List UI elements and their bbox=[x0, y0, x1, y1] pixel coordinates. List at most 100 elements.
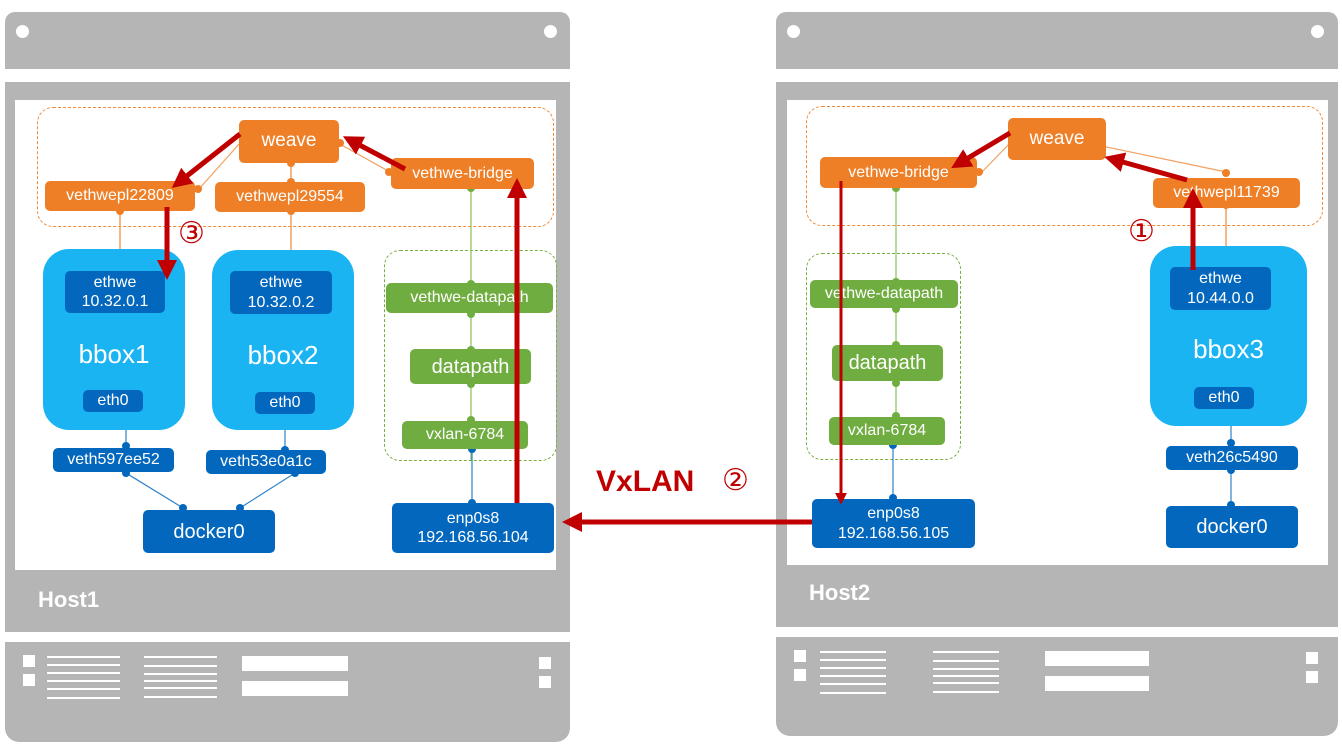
vent-line bbox=[933, 691, 999, 693]
interface-name: ethwe bbox=[259, 274, 303, 292]
vent-line bbox=[933, 682, 999, 684]
vxlan-label: VxLAN bbox=[596, 465, 695, 498]
node-label: vethwepl22809 bbox=[66, 187, 174, 205]
drive-bay bbox=[242, 656, 348, 671]
host2-vxlan-6784[interactable]: vxlan-6784 bbox=[829, 417, 945, 445]
node-label: vethwe-datapath bbox=[824, 285, 944, 303]
interface-ip: 10.44.0.0 bbox=[1187, 289, 1254, 307]
host1-veth597ee52[interactable]: veth597ee52 bbox=[53, 448, 174, 472]
flow-arrow-weave-to-vethwepl22809 bbox=[171, 132, 242, 188]
host2-label: Host2 bbox=[809, 580, 871, 605]
link bbox=[239, 472, 296, 509]
host1-vethwepl22809[interactable]: vethwepl22809 bbox=[45, 181, 195, 211]
node-label: vethwepl29554 bbox=[236, 188, 344, 206]
link bbox=[198, 142, 241, 190]
footer-indicator bbox=[539, 676, 551, 688]
footer-indicator bbox=[23, 674, 35, 686]
host2-docker0-bridge[interactable]: docker0 bbox=[1166, 506, 1298, 548]
footer-indicator bbox=[794, 669, 806, 681]
vent-line bbox=[144, 687, 217, 689]
footer-indicator bbox=[1306, 652, 1318, 664]
node-label: eth0 bbox=[269, 394, 301, 412]
footer-indicator bbox=[539, 657, 551, 669]
step-marker-2: ② bbox=[722, 463, 749, 498]
node-label: veth597ee52 bbox=[67, 451, 160, 469]
dot bbox=[975, 168, 983, 176]
node-label: weave bbox=[261, 130, 317, 152]
host1-enp0s8-nic[interactable]: enp0s8 192.168.56.104 bbox=[392, 503, 554, 553]
bbox3-ethwe-interface[interactable]: ethwe 10.44.0.0 bbox=[1170, 267, 1271, 310]
nic-name: enp0s8 bbox=[446, 509, 500, 527]
vent-line bbox=[47, 664, 120, 666]
node-label: vethwe-datapath bbox=[410, 289, 529, 307]
host2-datapath-group bbox=[806, 253, 961, 460]
interface-ip: 10.32.0.1 bbox=[81, 293, 149, 310]
host2-weave-bridge-group bbox=[806, 106, 1323, 226]
host1-weave-bridge[interactable]: weave bbox=[239, 120, 339, 163]
host1-veth53e0a1c[interactable]: veth53e0a1c bbox=[206, 450, 326, 474]
dot bbox=[1227, 439, 1235, 447]
node-label: docker0 bbox=[1196, 516, 1268, 538]
flow-arrow-vethwepl-to-weave bbox=[1104, 152, 1188, 183]
host2-top-bar bbox=[776, 12, 1338, 69]
host2-datapath[interactable]: datapath bbox=[832, 345, 943, 381]
interface-ip: 10.32.0.2 bbox=[247, 293, 315, 311]
vent-line bbox=[144, 656, 217, 658]
container-bbox3[interactable]: ethwe 10.44.0.0 bbox3 eth0 bbox=[1150, 246, 1307, 426]
host1-vethwe-datapath[interactable]: vethwe-datapath bbox=[386, 283, 553, 313]
node-label: eth0 bbox=[97, 392, 129, 410]
host2-enp0s8-nic[interactable]: enp0s8 192.168.56.105 bbox=[812, 499, 975, 548]
step-marker-1: ① bbox=[1128, 214, 1155, 249]
vent-line bbox=[820, 667, 886, 669]
footer-indicator bbox=[1306, 671, 1318, 683]
drive-bay bbox=[1045, 651, 1149, 666]
bbox1-eth0-interface[interactable]: eth0 bbox=[83, 390, 143, 412]
host2-veth26c5490[interactable]: veth26c5490 bbox=[1166, 446, 1298, 470]
host1-vethwepl29554[interactable]: vethwepl29554 bbox=[215, 182, 365, 212]
screw-hole bbox=[16, 25, 29, 38]
vent-line bbox=[144, 673, 217, 675]
host1-docker0-bridge[interactable]: docker0 bbox=[143, 510, 275, 553]
screw-hole bbox=[544, 25, 557, 38]
dot bbox=[892, 379, 900, 387]
vent-line bbox=[933, 651, 999, 653]
node-label: veth26c5490 bbox=[1186, 449, 1278, 467]
host1-label: Host1 bbox=[38, 587, 100, 612]
nic-name: enp0s8 bbox=[867, 505, 920, 523]
bbox2-ethwe-interface[interactable]: ethwe 10.32.0.2 bbox=[230, 271, 332, 314]
bbox3-eth0-interface[interactable]: eth0 bbox=[1194, 387, 1254, 409]
container-bbox2[interactable]: ethwe 10.32.0.2 bbox2 eth0 bbox=[212, 250, 354, 430]
footer-indicator bbox=[794, 650, 806, 662]
vent-line bbox=[820, 651, 886, 653]
host1-datapath[interactable]: datapath bbox=[410, 349, 531, 384]
host1-vxlan-6784[interactable]: vxlan-6784 bbox=[402, 421, 528, 449]
container-name: bbox2 bbox=[247, 340, 319, 370]
dot bbox=[194, 185, 202, 193]
node-label: weave bbox=[1029, 127, 1085, 149]
vent-line bbox=[820, 659, 886, 661]
vent-line bbox=[933, 675, 999, 677]
vent-line bbox=[47, 697, 120, 699]
host2-weave-bridge[interactable]: weave bbox=[1008, 118, 1106, 160]
node-label: eth0 bbox=[1208, 389, 1240, 407]
link bbox=[125, 472, 184, 509]
node-label: vxlan-6784 bbox=[425, 426, 505, 444]
vent-line bbox=[144, 665, 217, 667]
vent-line bbox=[47, 680, 120, 682]
vent-line bbox=[47, 656, 120, 658]
vent-line bbox=[47, 688, 120, 690]
host2-vethwe-bridge[interactable]: vethwe-bridge bbox=[820, 157, 977, 188]
flow-arrow-weave-to-vethwe-bridge bbox=[951, 130, 1012, 169]
link bbox=[981, 142, 1011, 173]
node-label: datapath bbox=[431, 355, 510, 378]
node-label: datapath bbox=[848, 352, 927, 374]
host2-vethwe-datapath[interactable]: vethwe-datapath bbox=[810, 280, 958, 308]
flow-arrow-vethwe-bridge-to-weave bbox=[342, 136, 407, 172]
host1-footer bbox=[5, 642, 570, 742]
drive-bay bbox=[1045, 676, 1149, 691]
bbox2-eth0-interface[interactable]: eth0 bbox=[255, 392, 315, 414]
bbox1-ethwe-interface[interactable]: ethwe 10.32.0.1 bbox=[65, 271, 165, 313]
screw-hole bbox=[787, 25, 800, 38]
vent-line bbox=[820, 675, 886, 677]
